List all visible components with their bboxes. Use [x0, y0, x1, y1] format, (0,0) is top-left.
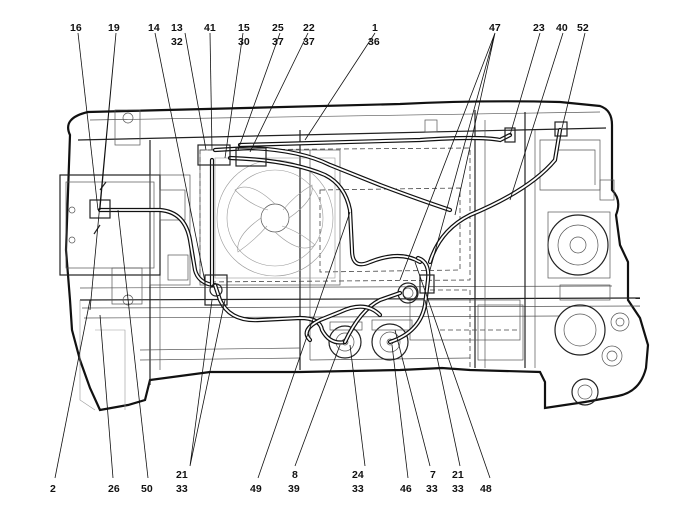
callout-14: 14 — [148, 22, 160, 34]
callout-37-b: 37 — [303, 36, 315, 48]
callout-24: 24 — [352, 469, 364, 481]
callouts-bottom: 2 26 50 21 33 49 8 39 24 33 46 7 33 21 3… — [50, 469, 492, 495]
left-reservoir-block — [59, 109, 191, 411]
callout-23: 23 — [533, 22, 545, 34]
callout-1: 1 — [372, 22, 378, 34]
callout-33-b: 33 — [352, 483, 364, 495]
callout-39: 39 — [288, 483, 300, 495]
callout-16: 16 — [70, 22, 82, 34]
callout-50: 50 — [141, 483, 153, 495]
callout-30: 30 — [238, 36, 250, 48]
callout-33-c: 33 — [426, 483, 438, 495]
callout-8: 8 — [292, 469, 298, 481]
callout-48: 48 — [480, 483, 492, 495]
callout-19: 19 — [108, 22, 120, 34]
callout-32: 32 — [171, 36, 183, 48]
callout-13: 13 — [171, 22, 183, 34]
leader-lines — [54, 32, 586, 479]
callout-26: 26 — [108, 483, 120, 495]
right-pump-assembly — [547, 179, 630, 406]
callout-47: 47 — [489, 22, 501, 34]
callout-52: 52 — [577, 22, 589, 34]
callout-2: 2 — [50, 483, 56, 495]
callouts-top: 16 19 14 13 32 41 15 30 25 37 22 37 1 36… — [70, 22, 589, 48]
callout-25: 25 — [272, 22, 284, 34]
callout-21-b: 21 — [452, 469, 464, 481]
gear-pumps — [328, 282, 419, 361]
callout-15: 15 — [238, 22, 250, 34]
callout-22: 22 — [303, 22, 315, 34]
callout-40: 40 — [556, 22, 568, 34]
callout-36: 36 — [368, 36, 380, 48]
callout-46: 46 — [400, 483, 412, 495]
fittings — [89, 119, 568, 306]
callout-49: 49 — [250, 483, 262, 495]
callout-33-d: 33 — [452, 483, 464, 495]
callout-21-a: 21 — [176, 469, 188, 481]
callout-41: 41 — [204, 22, 216, 34]
callout-7: 7 — [430, 469, 436, 481]
callout-37-a: 37 — [272, 36, 284, 48]
callout-33-a: 33 — [176, 483, 188, 495]
cooling-fan — [199, 149, 341, 286]
